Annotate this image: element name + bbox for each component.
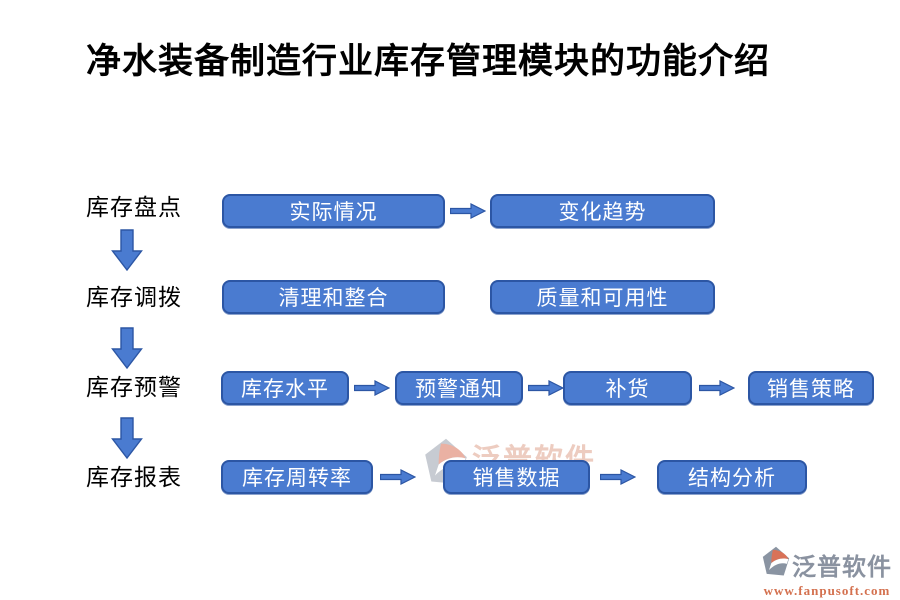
footer-brand-text: 泛普软件 [792, 554, 892, 581]
flow-box-structure-analysis: 结构分析 [657, 460, 807, 494]
flow-box-actual-situation: 实际情况 [222, 194, 445, 228]
down-arrow-icon [111, 229, 143, 272]
row-label-inventory-count: 库存盘点 [86, 195, 182, 220]
right-arrow-icon [698, 380, 736, 396]
footer-brand-logo: 泛普软件 www.fanpusoft.com [762, 546, 892, 599]
flow-box-quality-availability: 质量和可用性 [490, 280, 715, 314]
flow-box-sales-data: 销售数据 [443, 460, 590, 494]
footer-url-text: www.fanpusoft.com [763, 583, 891, 598]
right-arrow-icon [527, 380, 565, 396]
flow-box-alert-notice: 预警通知 [395, 371, 523, 405]
row-label-inventory-alert: 库存预警 [86, 375, 182, 400]
flow-box-inventory-level: 库存水平 [221, 371, 349, 405]
flow-box-sales-strategy: 销售策略 [748, 371, 874, 405]
right-arrow-icon [449, 203, 487, 219]
right-arrow-icon [599, 469, 637, 485]
down-arrow-icon [111, 417, 143, 460]
flow-box-turnover-rate: 库存周转率 [221, 460, 373, 494]
row-label-inventory-transfer: 库存调拨 [86, 285, 182, 310]
row-label-inventory-report: 库存报表 [86, 465, 182, 490]
flow-box-change-trend: 变化趋势 [490, 194, 715, 228]
right-arrow-icon [379, 469, 417, 485]
flow-box-clean-integrate: 清理和整合 [222, 280, 445, 314]
page-title: 净水装备制造行业库存管理模块的功能介绍 [86, 42, 771, 81]
flow-box-replenish: 补货 [563, 371, 692, 405]
right-arrow-icon [353, 380, 391, 396]
fanpu-logo-icon [762, 546, 790, 582]
down-arrow-icon [111, 327, 143, 370]
